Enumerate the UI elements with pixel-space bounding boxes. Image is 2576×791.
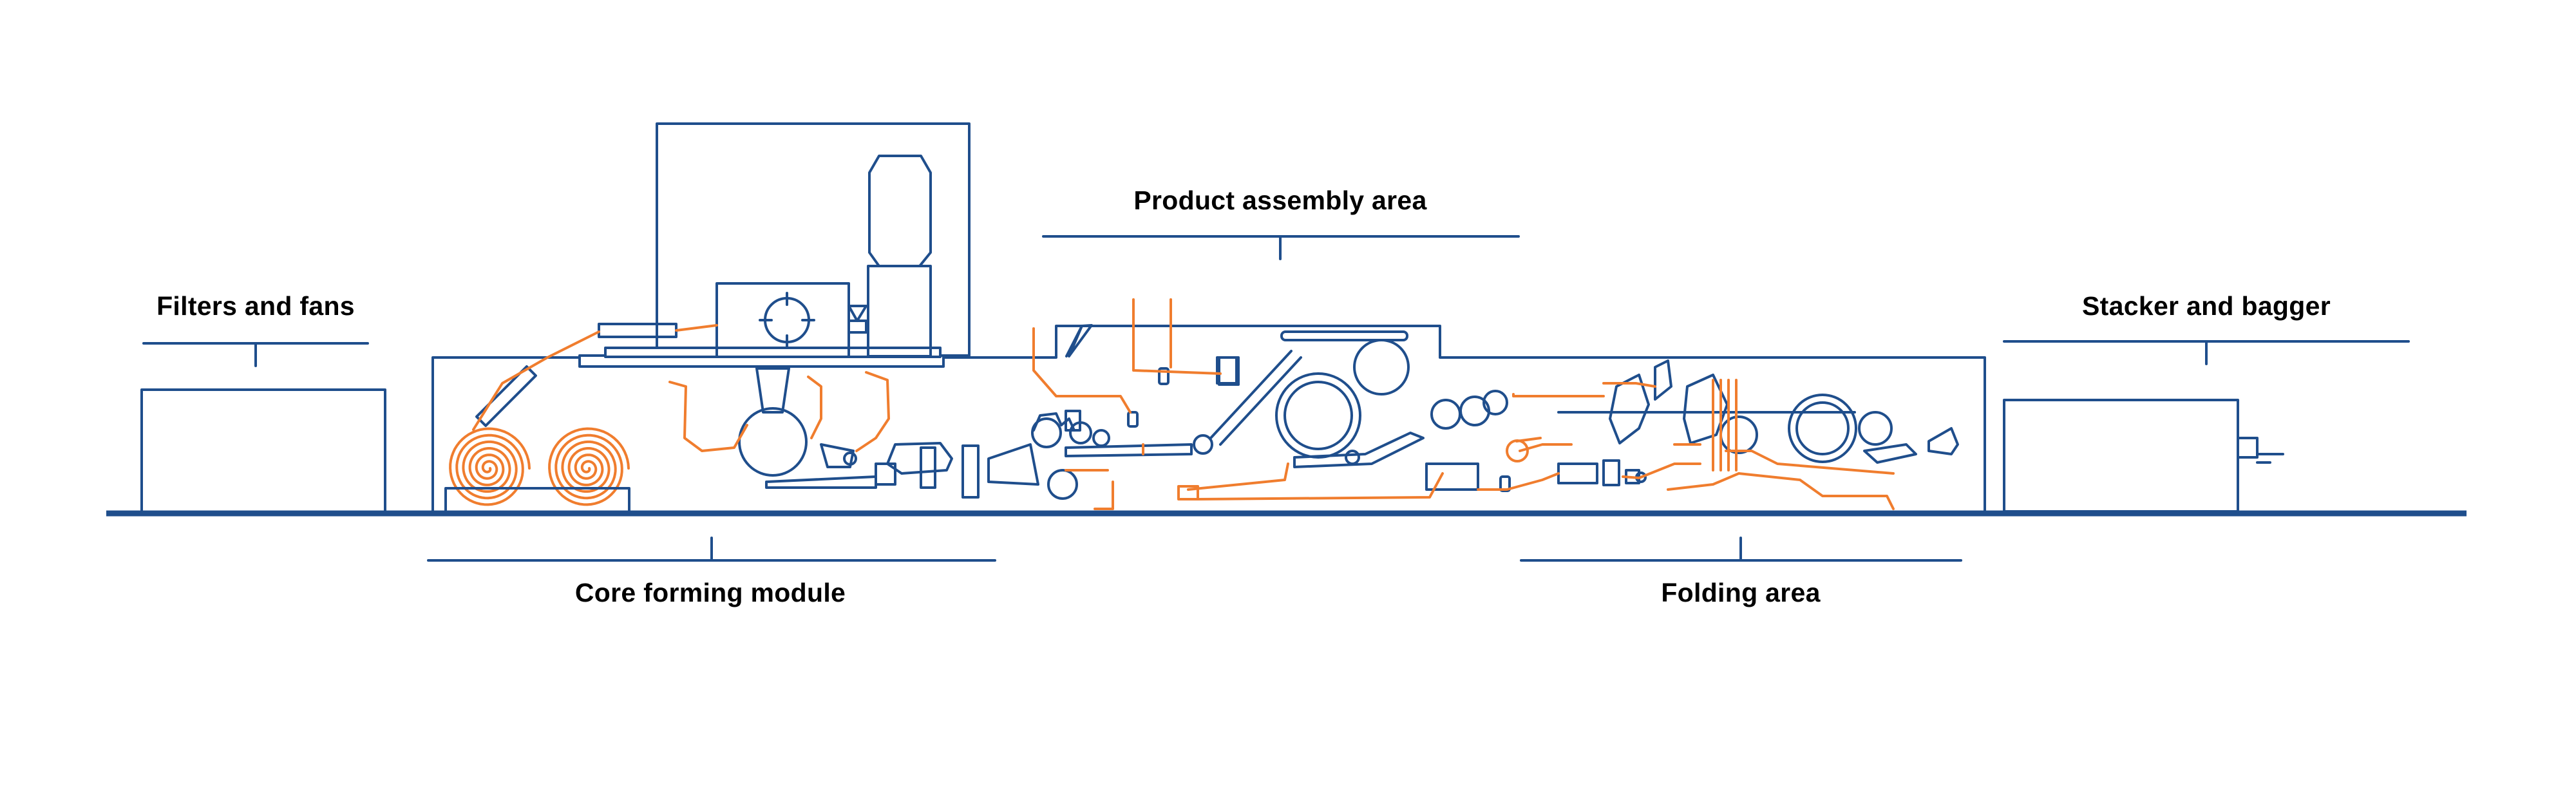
- forming-drum-box: [715, 282, 867, 358]
- product-assembly-components: [1031, 330, 1511, 500]
- folding-area-label: Folding area: [1661, 578, 1821, 607]
- filters-fans-label: Filters and fans: [156, 291, 355, 321]
- raw-material-roll-2: [548, 427, 630, 506]
- raw-material-roll-1: [449, 427, 531, 506]
- product-assembly-bracket: [1042, 235, 1520, 260]
- stacker-bagger-bracket: [2003, 340, 2410, 365]
- folding-area-bracket: [1520, 537, 1962, 562]
- spiral-path: [548, 427, 630, 506]
- material-flow-paths: [472, 298, 1895, 510]
- spiral-path: [449, 427, 531, 506]
- stacker-bagger-unit: [2003, 399, 2284, 513]
- angled-feed-chute: [475, 365, 537, 427]
- feed-tube: [598, 323, 677, 338]
- filters-fans-bracket: [142, 342, 369, 367]
- main-machine-frame: [431, 324, 1986, 513]
- core-forming-mechanism: [738, 367, 1039, 499]
- folding-comb: [1712, 379, 1738, 472]
- filters-fans-unit: [140, 388, 386, 513]
- upper-housing: [578, 122, 971, 368]
- stacker-bagger-label: Stacker and bagger: [2082, 291, 2331, 321]
- core-forming-label: Core forming module: [574, 578, 846, 607]
- hopper-silo: [867, 155, 932, 357]
- core-forming-bracket: [427, 537, 996, 562]
- roll-stand: [444, 487, 630, 513]
- product-assembly-label: Product assembly area: [1133, 186, 1427, 215]
